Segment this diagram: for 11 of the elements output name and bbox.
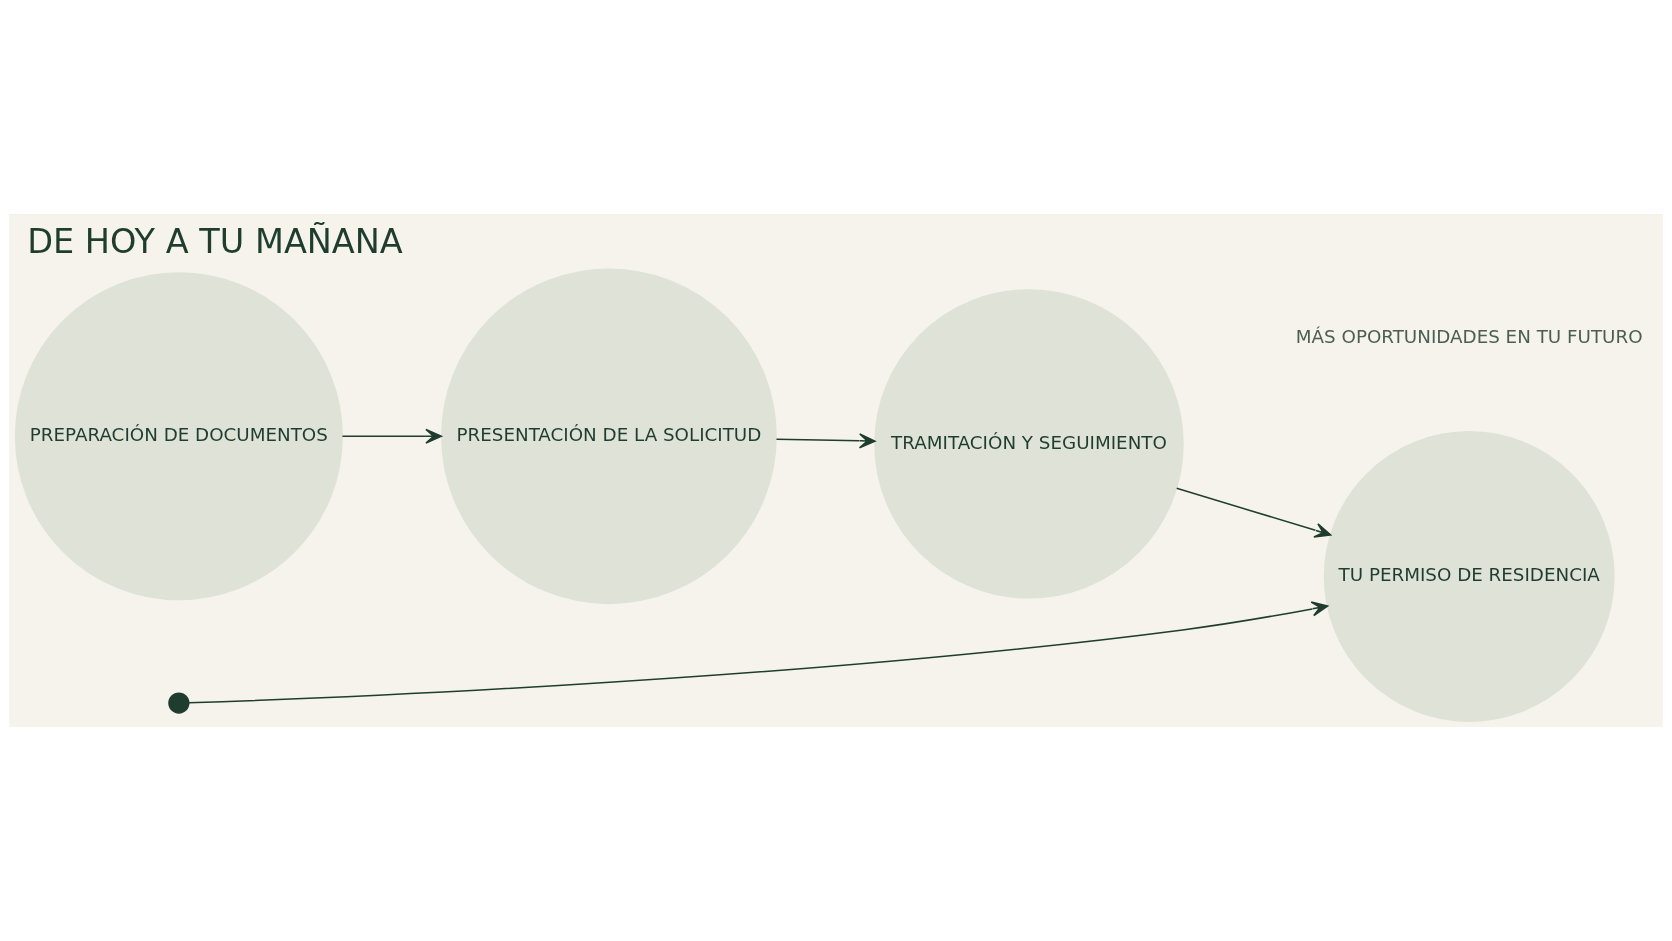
node-circle: TRAMITACIÓN Y SEGUIMIENTO [874,289,1184,599]
arrow [341,428,442,444]
node-circle: TU PERMISO DE RESIDENCIA [1323,431,1615,722]
node-circle: PRESENTACIÓN DE LA SOLICITUD [441,268,777,605]
node-circle [168,692,190,714]
diagram-title: DE HOY A TU MAÑANA [27,222,403,262]
node-circle: PREPARACIÓN DE DOCUMENTOS [14,272,343,601]
arrow [1175,487,1332,538]
arrow [188,601,1329,704]
arrow [775,433,876,449]
label: MÁS OPORTUNIDADES EN TU FUTURO [1295,326,1643,348]
